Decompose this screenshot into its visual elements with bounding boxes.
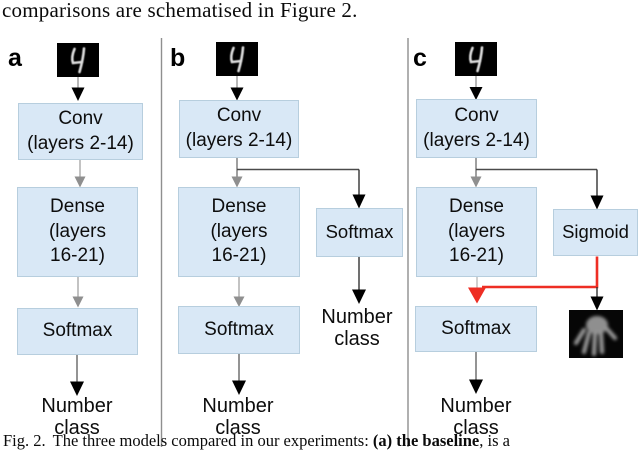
conv-box-b: Conv (layers 2-14)	[179, 100, 299, 158]
output-branch-label-b: Number class	[321, 306, 393, 350]
output-label-c: Number class	[440, 395, 512, 439]
panel-c-label: c	[413, 44, 427, 72]
red-arrowhead	[468, 287, 486, 304]
sigmoid-box-c: Sigmoid	[553, 209, 638, 256]
softmax-box-b: Softmax	[178, 306, 300, 354]
diagram-connectors	[70, 38, 604, 447]
mnist-digit-4-image	[216, 42, 258, 76]
hand-xray-image	[569, 310, 623, 358]
dense-box-c: Dense (layers 16-21)	[416, 187, 537, 277]
body-text: comparisons are schematised in Figure 2.	[2, 0, 358, 22]
panel-c-arrows	[468, 76, 604, 394]
softmax-box-c: Softmax	[415, 306, 537, 352]
caption-tail: , is a	[479, 431, 510, 450]
panel-b-arrows	[230, 76, 366, 395]
panel-a-label: a	[8, 44, 22, 72]
output-label-b: Number class	[202, 395, 274, 439]
conv-box-c: Conv (layers 2-14)	[416, 99, 537, 158]
softmax-box-a: Softmax	[17, 308, 138, 355]
mnist-digit-4-image	[57, 43, 99, 77]
softmax-branch-box-b: Softmax	[316, 208, 403, 257]
mnist-digit-4-image	[455, 42, 497, 76]
figure-caption: Fig. 2. The three models compared in our …	[3, 431, 637, 451]
conv-box-a: Conv (layers 2-14)	[18, 103, 143, 160]
caption-text: The three models compared in our experim…	[52, 431, 373, 450]
panel-b-label: b	[170, 44, 186, 72]
dense-box-b: Dense (layers 16-21)	[178, 187, 300, 277]
figure-2: a b c Conv (layers 2-14)	[0, 30, 640, 455]
caption-fig-label: Fig. 2.	[3, 431, 46, 450]
dense-box-a: Dense (layers 16-21)	[17, 187, 138, 277]
panel-a-arrows	[70, 77, 86, 396]
caption-bold: (a) the baseline	[372, 431, 480, 450]
output-label-a: Number class	[41, 395, 113, 439]
